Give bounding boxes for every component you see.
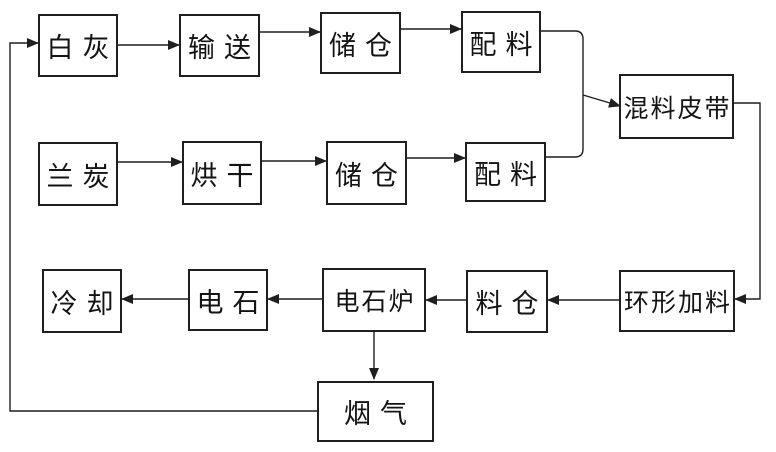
node-peiliao-top: 配料 xyxy=(461,11,541,73)
node-yanqi: 烟气 xyxy=(317,381,434,442)
node-lantan-label: 兰炭 xyxy=(46,161,119,193)
node-hunliao-pidai: 混料皮带 xyxy=(619,74,734,139)
node-chucang-bottom-label: 储仓 xyxy=(335,160,407,192)
node-peiliao-top-label: 配料 xyxy=(469,29,542,61)
node-peiliao-bottom: 配料 xyxy=(465,142,546,202)
edge-hunliao-huanxing xyxy=(734,102,761,304)
node-shusong: 输送 xyxy=(179,14,260,77)
edge-yanqi-baihui-feedback xyxy=(9,38,317,412)
node-honggan-label: 烘干 xyxy=(190,160,263,192)
node-dianshilu: 电石炉 xyxy=(322,268,426,332)
node-lengque: 冷却 xyxy=(42,269,122,333)
node-baihui-label: 白灰 xyxy=(46,33,119,64)
node-lantan: 兰炭 xyxy=(38,142,118,206)
node-yanqi-label: 烟气 xyxy=(344,399,416,430)
node-huanxing-jialiao-label: 环形加料 xyxy=(623,288,732,317)
node-baihui: 白灰 xyxy=(38,14,118,77)
node-chucang-top: 储仓 xyxy=(320,12,401,74)
node-liaocang-label: 料仓 xyxy=(475,289,548,320)
node-chucang-bottom: 储仓 xyxy=(326,141,407,205)
node-dianshi: 电石 xyxy=(188,269,268,331)
edge-peiliao-merge-bus xyxy=(541,30,584,158)
node-hunliao-pidai-label: 混料皮带 xyxy=(623,93,732,123)
node-dianshi-label: 电石 xyxy=(196,287,269,319)
node-huanxing-jialiao: 环形加料 xyxy=(619,270,735,332)
node-shusong-label: 输送 xyxy=(188,33,260,64)
node-lengque-label: 冷却 xyxy=(50,288,123,320)
node-liaocang: 料仓 xyxy=(466,270,548,333)
edge-bus-hunliao-pidai xyxy=(582,94,621,108)
node-honggan: 烘干 xyxy=(182,141,262,205)
node-dianshilu-label: 电石炉 xyxy=(334,287,416,316)
node-chucang-top-label: 储仓 xyxy=(329,30,401,62)
node-peiliao-bottom-label: 配料 xyxy=(474,159,546,191)
